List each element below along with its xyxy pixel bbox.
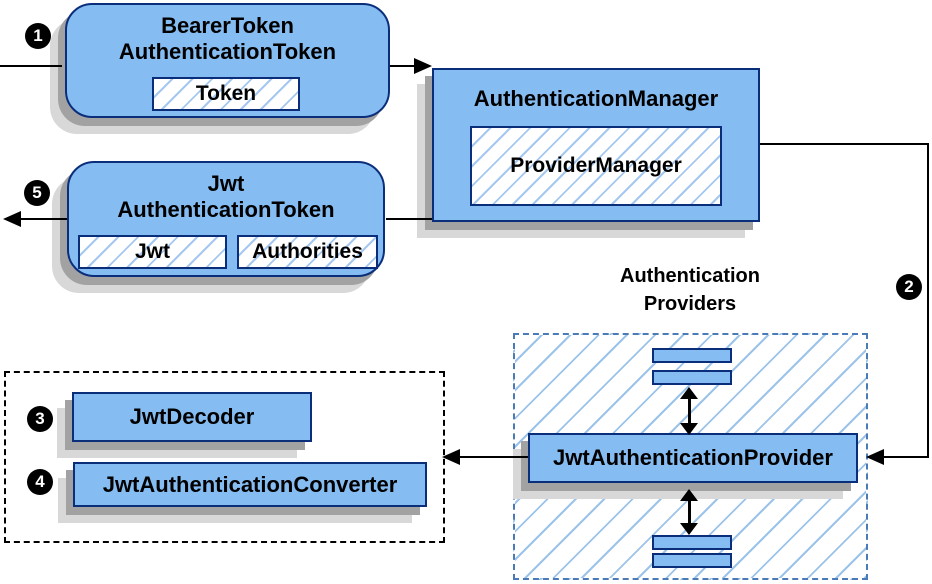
jwt-authentication-provider-node: JwtAuthenticationProvider <box>528 433 858 483</box>
provider-stack-rect-icon <box>652 553 732 568</box>
token-field-label: Token <box>195 82 257 105</box>
token-field: Token <box>152 77 300 111</box>
provider-stack-rect-icon <box>652 535 732 550</box>
jwt-decoder-label: JwtDecoder <box>129 404 255 429</box>
provider-to-converters-arrowhead-icon <box>442 449 460 465</box>
provider-stack-rect-icon <box>652 370 732 385</box>
providers-title-line1: Authentication <box>620 265 760 287</box>
manager-to-provider-arrowhead-icon <box>866 449 884 465</box>
double-arrow-top-stem <box>688 398 691 424</box>
incoming-request-line <box>0 65 62 67</box>
authorities-field-label: Authorities <box>252 240 363 263</box>
authentication-providers-title: Authentication Providers <box>540 262 840 318</box>
jwt-token-out-arrowhead-icon <box>3 211 21 227</box>
step-badge-2: 2 <box>896 274 922 300</box>
jwt-token-out-line <box>21 218 67 220</box>
authentication-manager-node: AuthenticationManager ProviderManager <box>432 68 760 222</box>
manager-to-provider-line-top <box>760 143 929 145</box>
provider-to-converters-line <box>460 456 528 458</box>
double-arrow-bottom-stem <box>688 500 691 524</box>
providers-title-line2: Providers <box>643 293 737 315</box>
step-badge-3: 3 <box>27 406 53 432</box>
provider-stack-rect-icon <box>652 348 732 363</box>
step-badge-4: 4 <box>27 469 53 495</box>
bearer-to-manager-arrowhead-icon <box>414 58 432 74</box>
jwt-authentication-provider-label: JwtAuthenticationProvider <box>553 445 833 470</box>
jwt-field: Jwt <box>78 235 227 269</box>
bearer-to-manager-line <box>390 65 416 67</box>
bearer-token-node-title: BearerToken AuthenticationToken <box>67 13 388 65</box>
jwt-token-node-title: Jwt AuthenticationToken <box>69 171 383 223</box>
double-arrow-bottom-up-icon <box>680 489 698 501</box>
jwt-authentication-converter-node: JwtAuthenticationConverter <box>73 462 427 507</box>
bearer-token-authentication-token-node: BearerToken AuthenticationToken Token <box>65 3 390 118</box>
bearer-token-title-line1: BearerToken <box>161 13 294 38</box>
manager-to-provider-line-vertical <box>927 143 929 458</box>
manager-to-jwt-token-line <box>386 218 432 220</box>
jwt-token-title-line1: Jwt <box>207 171 245 196</box>
jwt-authentication-token-node: Jwt AuthenticationToken Jwt Authorities <box>67 161 385 277</box>
provider-manager-label: ProviderManager <box>510 154 682 177</box>
double-arrow-top-up-icon <box>680 387 698 399</box>
authorities-field: Authorities <box>237 235 378 269</box>
bearer-token-title-line2: AuthenticationToken <box>118 39 337 64</box>
authentication-manager-title: AuthenticationManager <box>473 86 719 111</box>
provider-manager-field: ProviderManager <box>470 126 722 206</box>
jwt-decoder-node: JwtDecoder <box>72 392 312 442</box>
jwt-authentication-converter-label: JwtAuthenticationConverter <box>102 471 398 497</box>
jwt-token-title-line2: AuthenticationToken <box>117 197 335 222</box>
step-badge-1: 1 <box>25 23 51 49</box>
manager-to-provider-line-bottom <box>884 456 929 458</box>
jwt-field-label: Jwt <box>134 240 170 263</box>
double-arrow-bottom-down-icon <box>680 523 698 535</box>
double-arrow-top-down-icon <box>680 423 698 435</box>
step-badge-5: 5 <box>24 180 50 206</box>
